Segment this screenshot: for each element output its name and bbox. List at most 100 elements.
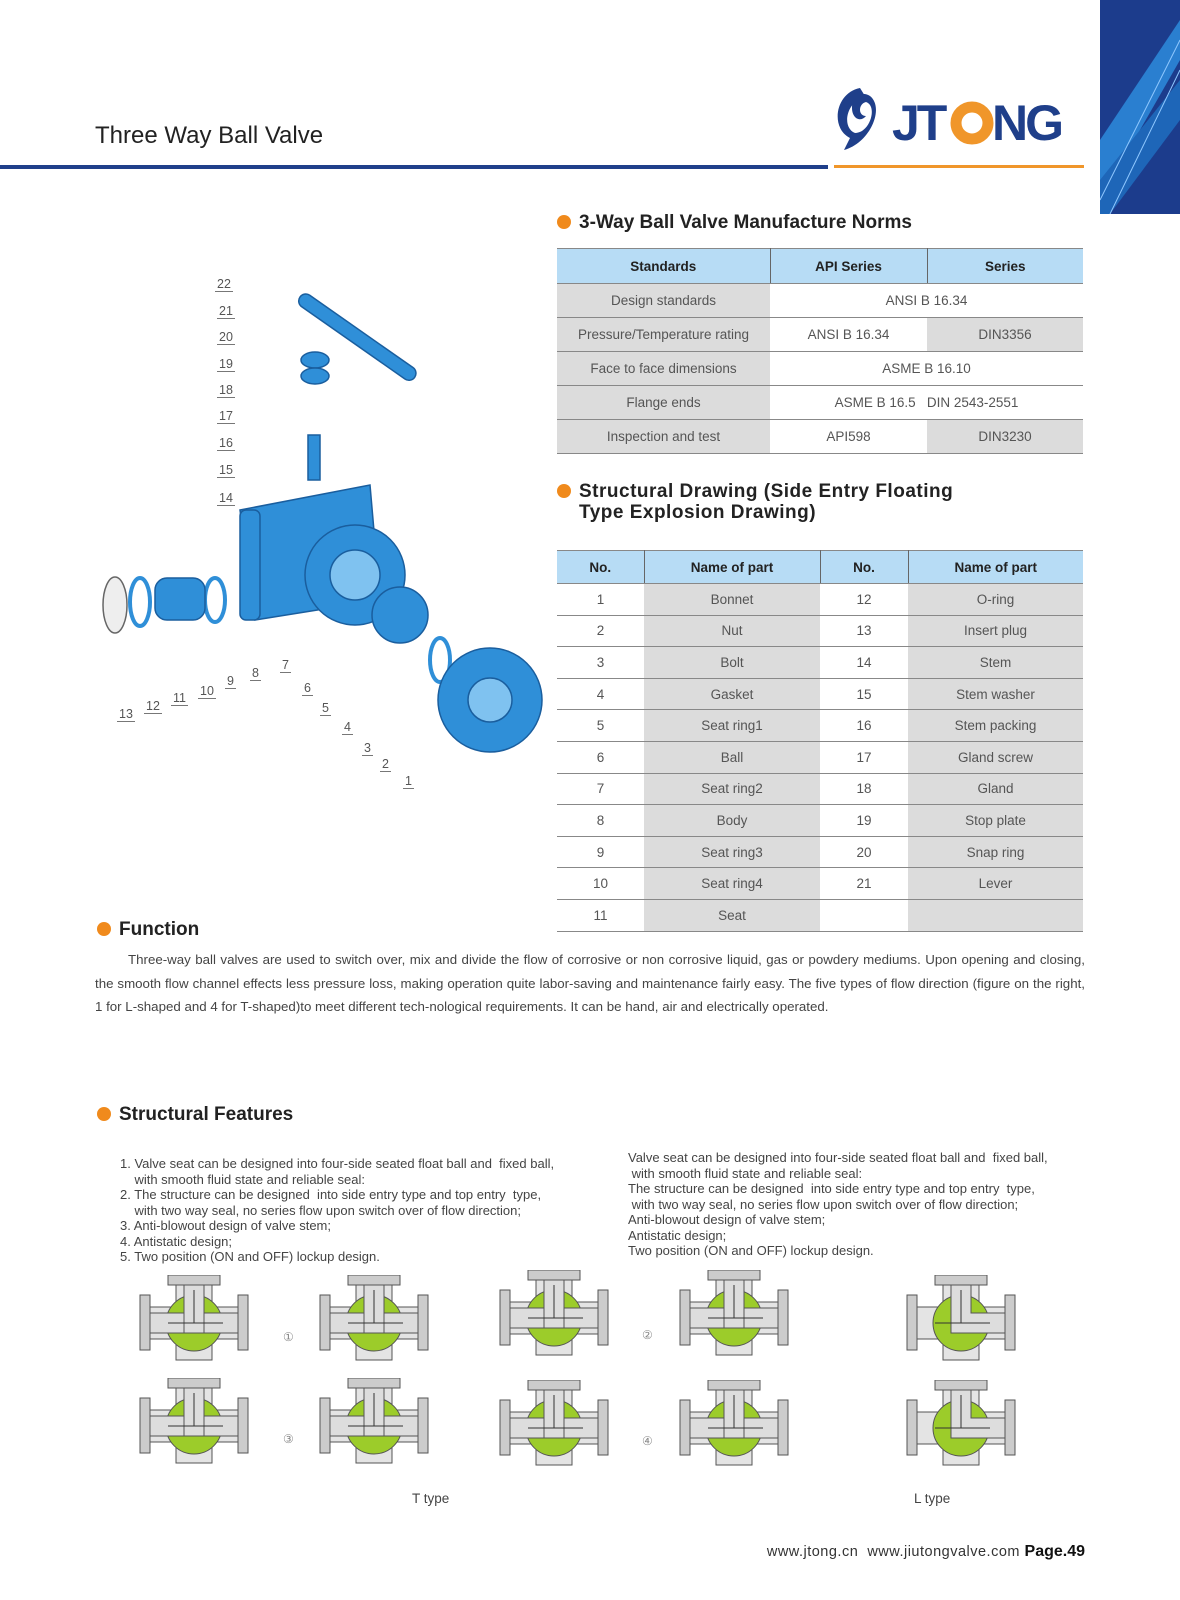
flow-direction-diagram xyxy=(498,1379,610,1480)
cell: Gland screw xyxy=(908,741,1083,774)
cell: 18 xyxy=(820,773,908,806)
diagram-label: ① xyxy=(283,1330,294,1344)
cell: ANSI B 16.34 xyxy=(770,283,1083,318)
part-callout: 16 xyxy=(217,436,235,451)
cell: 9 xyxy=(557,836,644,869)
l-type-caption: L type xyxy=(914,1491,951,1506)
cell: 21 xyxy=(820,867,908,900)
flow-direction-diagram xyxy=(138,1274,250,1375)
cell: O-ring xyxy=(908,583,1083,616)
bullet-icon xyxy=(97,922,111,936)
norms-heading: 3-Way Ball Valve Manufacture Norms xyxy=(557,212,912,234)
cell: Seat ring1 xyxy=(644,709,820,742)
flow-direction-diagram xyxy=(498,1269,610,1370)
feature-line: 3. Anti-blowout design of valve stem; xyxy=(120,1218,332,1233)
part-callout: 19 xyxy=(217,357,235,372)
flow-direction-diagram xyxy=(905,1274,1017,1375)
features-list-left: 1. Valve seat can be designed into four-… xyxy=(120,1156,554,1265)
part-callout: 2 xyxy=(380,757,391,772)
cell: Nut xyxy=(644,615,820,648)
feature-line: Two position (ON and OFF) lockup design. xyxy=(628,1243,874,1258)
cell: Stem packing xyxy=(908,709,1083,742)
decorative-corner-graphic xyxy=(1100,0,1180,214)
cell: Stem xyxy=(908,646,1083,679)
bullet-icon xyxy=(97,1107,111,1121)
cell: Insert plug xyxy=(908,615,1083,648)
cell: ANSI B 16.34 xyxy=(770,317,927,352)
diagram-label: ④ xyxy=(642,1434,653,1448)
cell: Stem washer xyxy=(908,678,1083,711)
cell: DIN3230 xyxy=(927,419,1083,454)
cell: Bolt xyxy=(644,646,820,679)
cell: API598 xyxy=(770,419,927,454)
cell: 20 xyxy=(820,836,908,869)
cell: Seat ring2 xyxy=(644,773,820,806)
diagram-label: ② xyxy=(642,1328,653,1342)
cell: Seat ring3 xyxy=(644,836,820,869)
page-number: Page.49 xyxy=(1024,1543,1085,1560)
features-list-right: Valve seat can be designed into four-sid… xyxy=(628,1150,1048,1259)
col-header: No. xyxy=(557,550,645,584)
feature-line: 5. Two position (ON and OFF) lockup desi… xyxy=(120,1249,380,1264)
cell: Lever xyxy=(908,867,1083,900)
part-callout: 15 xyxy=(217,463,235,478)
structural-heading-line1: Structural Drawing (Side Entry Floating xyxy=(579,481,954,502)
cell: 13 xyxy=(820,615,908,648)
function-text: Three-way ball valves are used to switch… xyxy=(95,952,1085,1014)
part-callout: 13 xyxy=(117,707,135,722)
feature-line: 2. The structure can be designed into si… xyxy=(120,1187,542,1202)
cell: Face to face dimensions xyxy=(557,351,770,386)
explosion-drawing xyxy=(90,270,550,795)
feature-line: Antistatic design; xyxy=(628,1227,727,1243)
part-callout: 14 xyxy=(217,491,235,506)
cell: 19 xyxy=(820,804,908,837)
col-header: API Series xyxy=(770,248,928,284)
cell: 15 xyxy=(820,678,908,711)
cell: Flange ends xyxy=(557,385,770,420)
part-callout: 20 xyxy=(217,330,235,345)
cell: 17 xyxy=(820,741,908,774)
feature-line: The structure can be designed into side … xyxy=(628,1181,1035,1196)
col-header: No. xyxy=(820,550,909,584)
flow-direction-diagram xyxy=(318,1274,430,1375)
cell: 6 xyxy=(557,741,644,774)
cell: 11 xyxy=(557,899,644,932)
function-heading: Function xyxy=(97,919,199,941)
cell: 16 xyxy=(820,709,908,742)
part-callout: 9 xyxy=(225,674,236,689)
cell: 2 xyxy=(557,615,644,648)
cell: Snap ring xyxy=(908,836,1083,869)
bullet-icon xyxy=(557,215,571,229)
col-header: Standards xyxy=(557,248,771,284)
feature-line: with two way seal, no series flow upon s… xyxy=(628,1196,1019,1212)
footer: www.jtong.cn www.jiutongvalve.com Page.4… xyxy=(767,1543,1085,1561)
function-heading-text: Function xyxy=(119,919,200,940)
part-callout: 18 xyxy=(217,383,235,398)
part-callout: 1 xyxy=(403,774,414,789)
cell: 4 xyxy=(557,678,644,711)
part-callout: 5 xyxy=(320,701,331,716)
t-type-caption: T type xyxy=(412,1491,450,1506)
cell xyxy=(908,899,1083,932)
cell xyxy=(820,899,908,932)
page-title: Three Way Ball Valve xyxy=(95,122,324,149)
part-callout: 17 xyxy=(217,409,235,424)
part-callout: 11 xyxy=(171,691,188,706)
col-header: Series xyxy=(927,248,1083,284)
feature-line: with two way seal, no series flow upon s… xyxy=(120,1202,522,1218)
flow-direction-diagram xyxy=(905,1379,1017,1480)
